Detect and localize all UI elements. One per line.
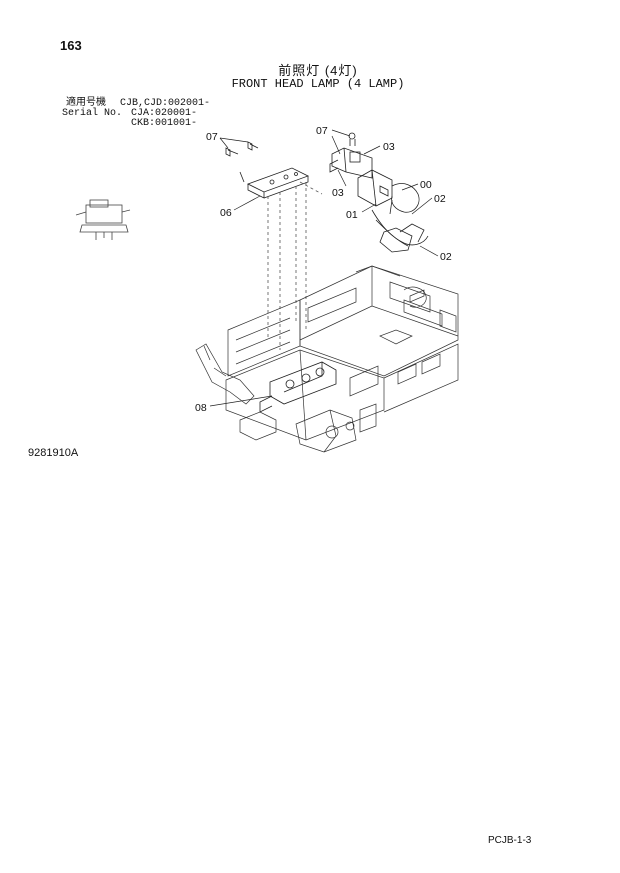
callout-08: 08 [195, 402, 207, 414]
machine-thumbnail-icon [75, 199, 131, 240]
lamp-housing-part [357, 169, 393, 207]
bracket-part [239, 167, 310, 199]
title-japanese: 前照灯 (4灯) [278, 63, 358, 78]
bolt-part [225, 141, 259, 157]
page-reference: PCJB-1-3 [488, 835, 532, 846]
leader-lines [209, 129, 439, 407]
serial-code-3: CKB:001001- [131, 118, 198, 129]
diagram-id: 9281910A [28, 447, 79, 459]
callout-07-right: 07 [316, 125, 328, 137]
callout-07-left: 07 [206, 131, 218, 143]
callout-02-upper: 02 [434, 193, 446, 205]
callout-02-lower: 02 [440, 251, 452, 263]
machine-body [225, 265, 459, 441]
serial-label-japanese: 適用号機 [66, 98, 106, 109]
machine-arm [195, 343, 377, 453]
page-number: 163 [60, 38, 82, 53]
title-english: FRONT HEAD LAMP (4 LAMP) [231, 77, 405, 91]
light-bar-part [259, 361, 337, 413]
serial-label-english: Serial No. [62, 108, 123, 119]
callout-03-lower: 03 [332, 187, 344, 199]
callout-01: 01 [346, 209, 358, 221]
callout-03-upper: 03 [383, 141, 395, 153]
serial-code-2: CJA:020001- [131, 108, 198, 119]
head-lamp-part [329, 132, 373, 179]
serial-code-1: CJB,CJD:002001- [120, 98, 211, 109]
callout-00: 00 [420, 179, 432, 191]
wiring-harness-part [371, 183, 429, 253]
callout-06: 06 [220, 207, 232, 219]
